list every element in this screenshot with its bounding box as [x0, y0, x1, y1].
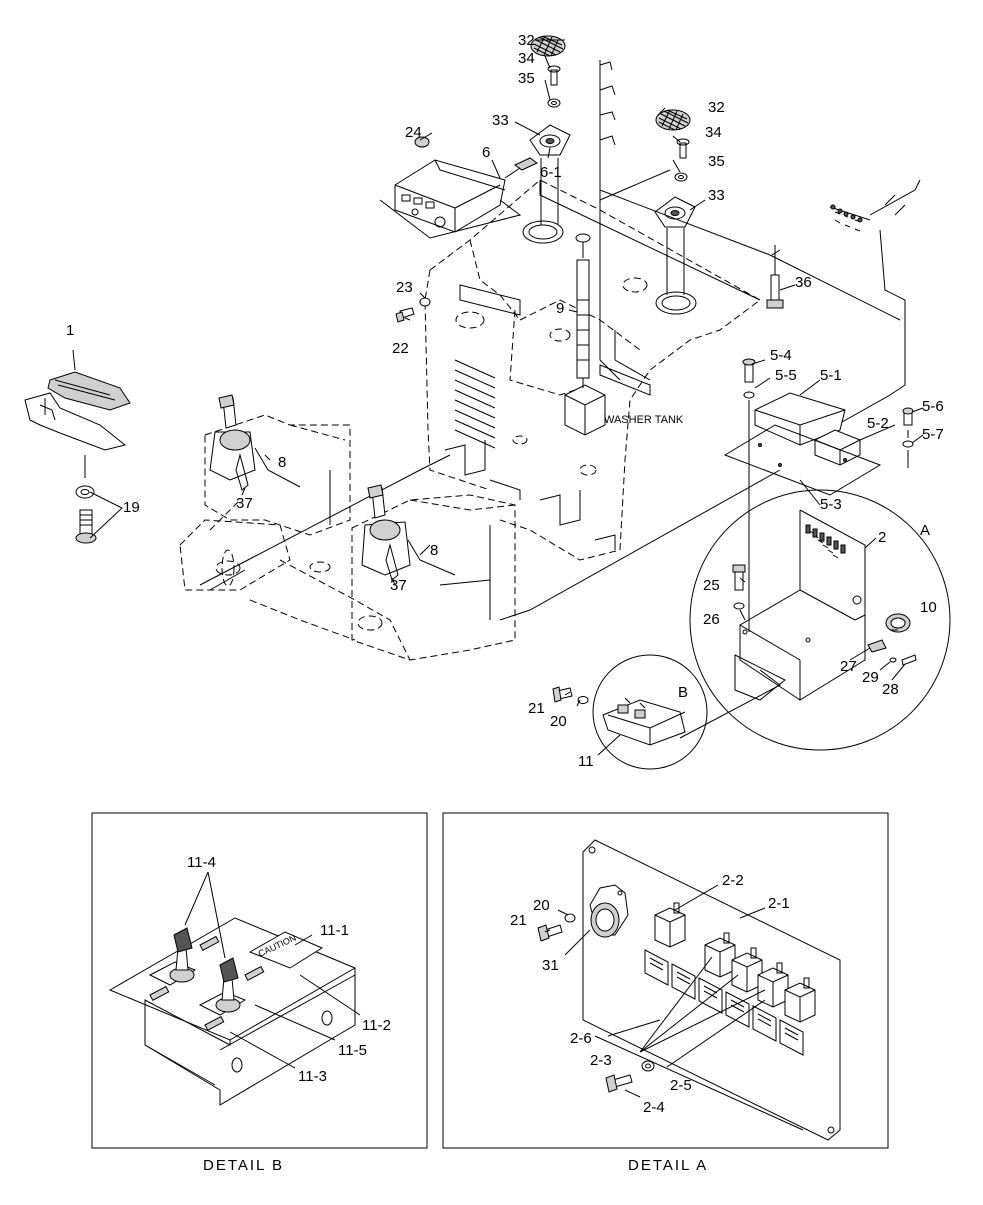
callout-10: 10: [920, 599, 937, 616]
callout-6: 6: [482, 144, 490, 161]
callout-31: 31: [542, 957, 559, 974]
callout-35b: 35: [708, 153, 725, 170]
callout-11-1: 11-1: [320, 922, 349, 939]
callout-2: 2: [878, 529, 886, 546]
callout-5-7: 5-7: [922, 426, 944, 443]
cab-handle: [24, 371, 131, 544]
callout-2-3: 2-3: [590, 1052, 612, 1069]
callout-21: 21: [528, 700, 545, 717]
callout-11-3: 11-3: [298, 1068, 327, 1085]
callout-1: 1: [66, 322, 74, 339]
callout-23: 23: [396, 279, 413, 296]
callout-5-5: 5-5: [775, 367, 797, 384]
callout-27: 27: [840, 658, 857, 675]
callout-25: 25: [703, 577, 720, 594]
callout-5-3: 5-3: [820, 496, 842, 513]
callout-2-1: 2-1: [768, 895, 790, 912]
callout-35: 35: [518, 70, 535, 87]
callout-9: 9: [556, 300, 564, 317]
callout-11-4: 11-4: [187, 854, 216, 871]
callout-11-5: 11-5: [338, 1042, 367, 1059]
speaker-right: [654, 109, 696, 295]
callout-32b: 32: [708, 99, 725, 116]
callout-5-6: 5-6: [922, 398, 944, 415]
controller-box: [723, 358, 914, 632]
callout-6-1: 6-1: [540, 164, 562, 181]
callout-2-2: 2-2: [722, 872, 744, 889]
callout-19: 19: [123, 499, 140, 516]
wire-harness: [199, 60, 921, 621]
washer-tank-label: WASHER TANK: [604, 414, 684, 426]
callout-5-1: 5-1: [820, 367, 842, 384]
callout-34b: 34: [705, 124, 722, 141]
callout-5-2: 5-2: [867, 415, 889, 432]
callout-28: 28: [882, 681, 899, 698]
callout-22: 22: [392, 340, 409, 357]
caption-detail-a: DETAIL A: [628, 1157, 708, 1174]
joystick-console-left: [179, 394, 351, 591]
callout-2-5: 2-5: [670, 1077, 692, 1094]
callout-24: 24: [405, 124, 422, 141]
callout-B: B: [678, 684, 688, 701]
detail-b-circle: [552, 654, 781, 770]
callout-33: 33: [492, 112, 509, 129]
callout-11: 11: [578, 753, 594, 770]
callout-11-2: 11-2: [362, 1017, 391, 1034]
callout-37b: 37: [390, 577, 407, 594]
caption-detail-b: DETAIL B: [203, 1157, 284, 1174]
callout-21b: 21: [510, 912, 527, 929]
radio-unit: [379, 159, 522, 239]
console-vents: [454, 284, 651, 449]
callout-A: A: [920, 522, 930, 539]
leader-lines: [72, 39, 924, 756]
callout-5-4: 5-4: [770, 347, 792, 364]
callout-2-4: 2-4: [643, 1099, 665, 1116]
speaker-left: [529, 35, 571, 225]
joystick-console-right: [249, 470, 516, 661]
callout-29: 29: [862, 669, 879, 686]
callout-37a: 37: [236, 495, 253, 512]
callout-36: 36: [795, 274, 812, 291]
detail-b-panel: CAUTION 11-4 11-1 11-2 11-5 11-3: [91, 812, 428, 1149]
washer-tank: [564, 233, 606, 436]
callout-33b: 33: [708, 187, 725, 204]
callout-8b: 8: [430, 542, 438, 559]
callout-20: 20: [550, 713, 567, 730]
detail-a-panel: 2-2 20 2-1 21 31 2-6 2-3 2-5 2-4: [442, 812, 889, 1149]
fuse-labels: [644, 949, 804, 1056]
callout-2-6: 2-6: [570, 1030, 592, 1047]
callout-26: 26: [703, 611, 720, 628]
callout-34: 34: [518, 50, 535, 67]
callout-20b: 20: [533, 897, 550, 914]
detail-a-circle: [689, 489, 951, 751]
main-assembly: 32 34 35 33 24 6 6-1 32 34 35 33 36 23 2…: [24, 32, 951, 770]
callout-32: 32: [518, 32, 535, 49]
callout-8a: 8: [278, 454, 286, 471]
